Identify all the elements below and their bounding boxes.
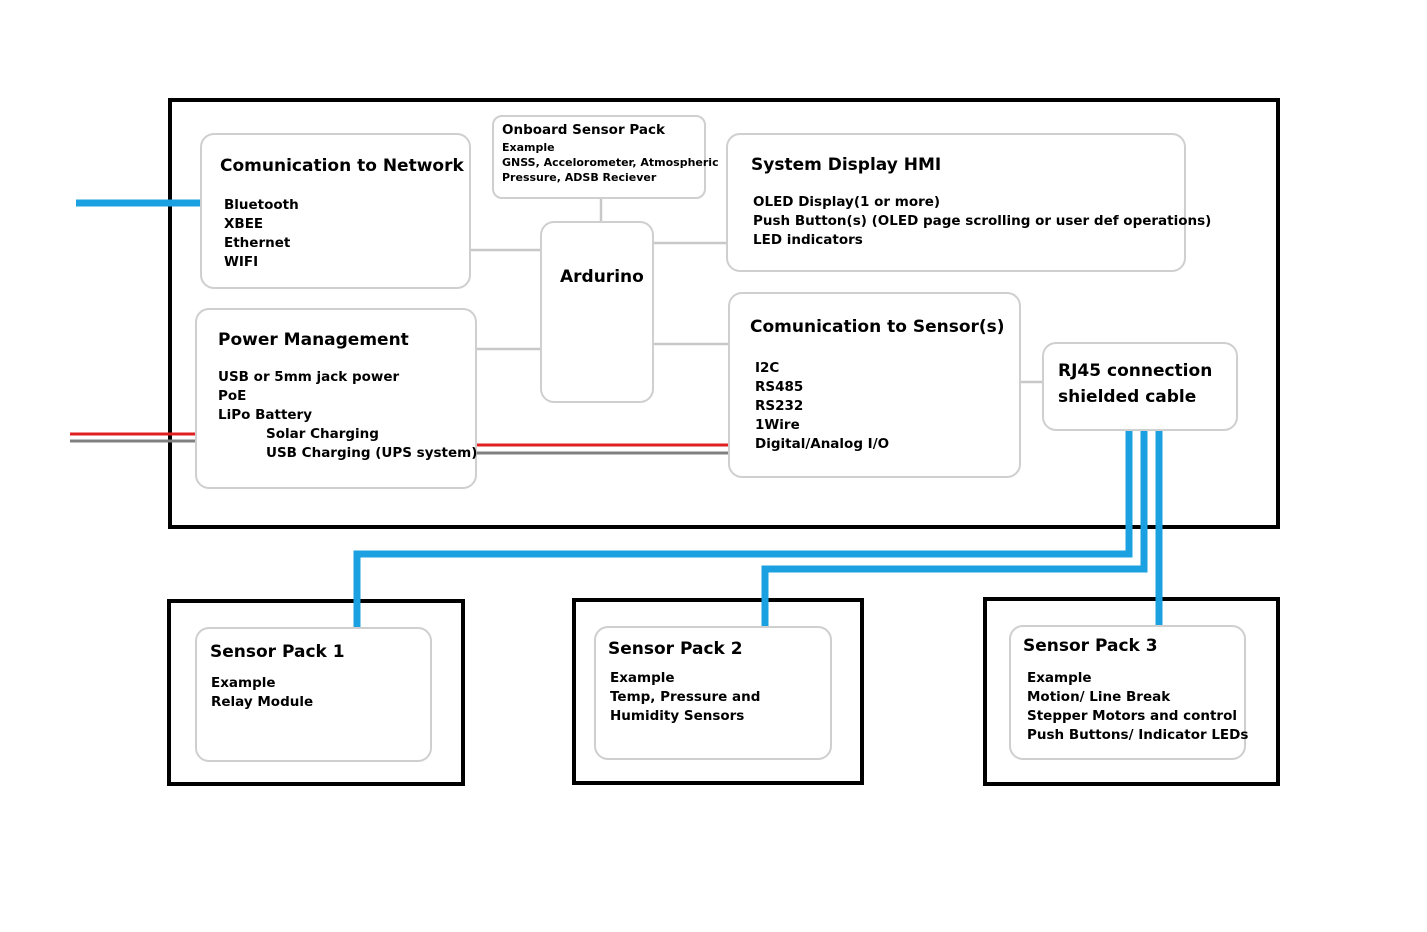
list-item: Example	[211, 675, 276, 691]
list-item: RS485	[755, 379, 804, 395]
list-item: Stepper Motors and control	[1027, 708, 1237, 724]
list-item: Humidity Sensors	[610, 708, 745, 724]
list-item: WIFI	[224, 254, 259, 270]
list-sub-item: USB Charging (UPS system)	[266, 445, 478, 461]
list-item: Pressure, ADSB Reciever	[502, 171, 657, 184]
list-item: Motion/ Line Break	[1027, 689, 1171, 705]
list-item: RS232	[755, 398, 804, 414]
onboard-sensor-pack-box: Onboard Sensor Pack Example GNSS, Accelo…	[492, 115, 719, 199]
sensor-pack-1-title: Sensor Pack 1	[210, 642, 345, 662]
list-item: Example	[610, 670, 675, 686]
list-item: OLED Display(1 or more)	[753, 194, 941, 210]
list-item: Digital/Analog I/O	[755, 436, 890, 452]
onboard-sensor-pack-list: Example GNSS, Accelorometer, Atmospheric…	[502, 140, 719, 185]
list-item: GNSS, Accelorometer, Atmospheric	[502, 156, 719, 169]
network-communication-title: Comunication to Network	[220, 156, 464, 176]
rj45-title-line: RJ45 connection	[1058, 361, 1213, 381]
list-item: 1Wire	[755, 417, 800, 433]
list-item: Relay Module	[211, 694, 314, 710]
sensor-pack-1-list: Example Relay Module	[211, 674, 313, 712]
sensor-pack-1-enclosure	[167, 599, 465, 786]
sensor-pack-3-title: Sensor Pack 3	[1023, 636, 1158, 656]
onboard-sensor-pack-title: Onboard Sensor Pack	[502, 122, 665, 138]
list-item: Example	[1027, 670, 1092, 686]
list-item: Push Buttons/ Indicator LEDs	[1027, 727, 1249, 743]
main-enclosure-frame	[168, 98, 1280, 529]
list-item: Temp, Pressure and	[610, 689, 761, 705]
list-item: Bluetooth	[224, 197, 299, 213]
list-item: I2C	[755, 360, 780, 376]
network-communication-box: Comunication to Network Bluetooth XBEE E…	[200, 133, 471, 289]
sensor-pack-2-box: Sensor Pack 2 Example Temp, Pressure and…	[594, 626, 832, 760]
power-management-title: Power Management	[218, 330, 409, 350]
power-management-box: Power Management USB or 5mm jack power P…	[195, 308, 477, 489]
sensor-pack-3-list: Example Motion/ Line Break Stepper Motor…	[1027, 669, 1248, 745]
sensor-communication-list: I2C RS485 RS232 1Wire Digital/Analog I/O	[755, 359, 889, 454]
list-item: Ethernet	[224, 235, 291, 251]
list-sub-item: Solar Charging	[266, 426, 379, 442]
sensor-communication-title: Comunication to Sensor(s)	[750, 317, 1005, 337]
list-item: PoE	[218, 388, 247, 404]
microcontroller-title: Ardurino	[560, 267, 644, 287]
list-item: Example	[502, 141, 555, 154]
power-management-list: USB or 5mm jack power PoE LiPo Battery S…	[218, 368, 477, 463]
list-item: XBEE	[224, 216, 264, 232]
system-display-hmi-title: System Display HMI	[751, 155, 942, 175]
microcontroller-box: Ardurino	[540, 221, 654, 403]
system-display-hmi-list: OLED Display(1 or more) Push Button(s) (…	[753, 193, 1211, 250]
cable-to-sensor-pack-2	[761, 429, 1148, 627]
list-item: LED indicators	[753, 232, 863, 248]
rj45-title-line: shielded cable	[1058, 387, 1197, 407]
list-item: LiPo Battery	[218, 407, 313, 423]
network-communication-list: Bluetooth XBEE Ethernet WIFI	[224, 196, 299, 272]
rj45-connection-box: RJ45 connection shielded cable	[1042, 342, 1238, 431]
rj45-connection-title: RJ45 connection shielded cable	[1058, 358, 1212, 410]
sensor-pack-3-box: Sensor Pack 3 Example Motion/ Line Break…	[1009, 625, 1248, 760]
sensor-communication-box: Comunication to Sensor(s) I2C RS485 RS23…	[728, 292, 1021, 478]
list-item: Push Button(s) (OLED page scrolling or u…	[753, 213, 1212, 229]
sensor-pack-2-title: Sensor Pack 2	[608, 639, 743, 659]
sensor-pack-2-enclosure	[572, 598, 864, 785]
sensor-pack-3-enclosure	[983, 597, 1280, 786]
list-item: USB or 5mm jack power	[218, 369, 400, 385]
sensor-pack-1-box: Sensor Pack 1 Example Relay Module	[195, 627, 432, 762]
cable-to-sensor-pack-1	[353, 429, 1133, 628]
sensor-pack-2-list: Example Temp, Pressure and Humidity Sens…	[610, 669, 760, 726]
system-display-hmi-box: System Display HMI OLED Display(1 or mor…	[726, 133, 1211, 272]
